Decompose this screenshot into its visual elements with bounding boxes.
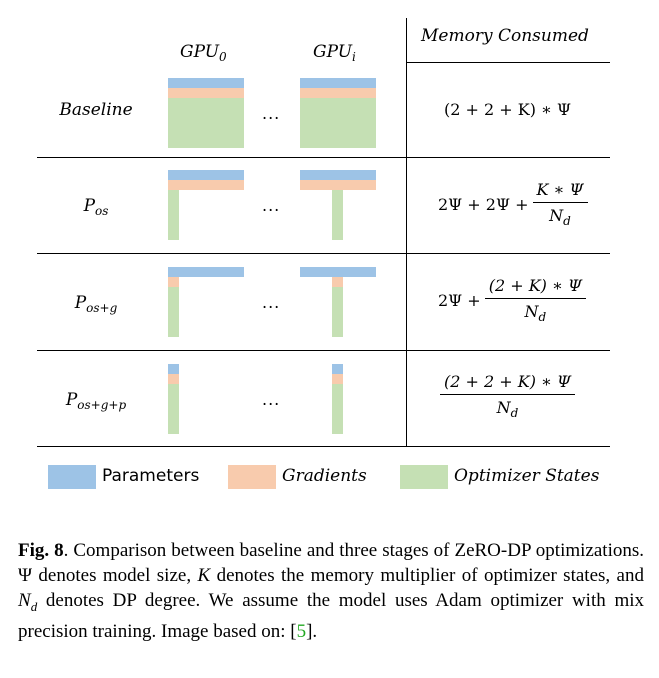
formula-pos-den-base: N — [549, 206, 564, 225]
row-label-pos-base: P — [83, 196, 96, 216]
legend-parameters-label: Parameters — [102, 466, 200, 486]
formula-posgp-den-sub: d — [510, 406, 519, 420]
row-divider-1 — [37, 157, 610, 158]
gpu0-baseline-gradients — [168, 88, 244, 98]
formula-posg-den-sub: d — [538, 310, 547, 324]
formula-pos-prefix: 2Ψ + 2Ψ + — [438, 194, 529, 214]
formula-posg-numerator: (2 + K) ∗ Ψ — [484, 276, 586, 299]
gpu0-header-base: GPU — [180, 42, 220, 62]
row-label-posgp-sub: os+g+p — [77, 398, 127, 412]
formula-posgp: (2 + 2 + K) ∗ Ψ Nd — [436, 372, 579, 420]
legend-gradients-label: Gradients — [282, 466, 367, 486]
row-label-posg-base: P — [74, 293, 87, 313]
formula-baseline-text: (2 + 2 + K) ∗ Ψ — [444, 100, 572, 119]
gpu0-posgp-parameters — [168, 364, 179, 374]
gpu0-posgp-gradients — [168, 374, 179, 384]
formula-pos-denominator: Nd — [549, 203, 571, 228]
formula-posg-denominator: Nd — [525, 299, 547, 324]
gpui-header-sub: i — [352, 50, 356, 64]
gpui-posgp-gradients — [332, 374, 343, 384]
formula-posg-prefix: 2Ψ + — [438, 290, 481, 310]
caption-text-1: . Comparison between baseline and three … — [18, 540, 644, 586]
gpui-pos-parameters — [300, 170, 376, 180]
caption-nd-sub: d — [30, 598, 38, 614]
caption-k-symbol: K — [197, 565, 211, 586]
formula-baseline: (2 + 2 + K) ∗ Ψ — [444, 100, 571, 119]
formula-posg-den-base: N — [524, 302, 539, 321]
gpui-header-base: GPU — [313, 42, 353, 62]
gpui-baseline-gradients — [300, 88, 376, 98]
gpu0-baseline-parameters — [168, 78, 244, 88]
formula-posgp-fraction: (2 + 2 + K) ∗ Ψ Nd — [440, 372, 576, 420]
bottom-divider — [37, 446, 610, 447]
ellipsis-posgp: ... — [262, 390, 281, 409]
gpu0-pos-parameters — [168, 170, 244, 180]
gpu0-posgp-optimizer-states — [168, 384, 179, 434]
gpui-pos-gradients — [300, 180, 376, 190]
ellipsis-pos: ... — [262, 196, 281, 215]
gpu0-posg-optimizer-states — [168, 287, 179, 337]
gpu0-posg-parameters — [168, 267, 244, 277]
caption-fig-label: Fig. 8 — [18, 540, 64, 561]
ellipsis-baseline: ... — [262, 104, 281, 123]
column-divider — [406, 18, 407, 446]
caption-text-4: ]. — [306, 620, 318, 642]
caption-text-3: denotes DP degree. We assume the model u… — [18, 590, 644, 642]
gpui-posg-gradients — [332, 277, 343, 287]
ellipsis-posg: ... — [262, 293, 281, 312]
formula-pos-fraction: K ∗ Ψ Nd — [532, 180, 588, 228]
formula-posgp-den-base: N — [496, 398, 511, 417]
row-divider-2 — [37, 253, 610, 254]
caption-text-2: denotes the memory multiplier of optimiz… — [210, 565, 644, 586]
legend-optimizer-states-swatch — [400, 465, 448, 489]
row-label-posgp-base: P — [65, 390, 78, 410]
row-label-baseline: Baseline — [26, 100, 166, 120]
gpui-baseline-optimizer-states — [300, 98, 376, 148]
gpui-posgp-optimizer-states — [332, 384, 343, 434]
legend-gradients-swatch — [228, 465, 276, 489]
gpu0-pos-optimizer-states — [168, 190, 179, 240]
row-label-pos: Pos — [26, 196, 166, 218]
formula-pos: 2Ψ + 2Ψ + K ∗ Ψ Nd — [438, 180, 592, 228]
formula-pos-den-sub: d — [563, 214, 571, 228]
row-label-baseline-text: Baseline — [59, 100, 133, 120]
gpu0-posg-gradients — [168, 277, 179, 287]
formula-posg-fraction: (2 + K) ∗ Ψ Nd — [484, 276, 586, 324]
gpui-pos-optimizer-states — [332, 190, 343, 240]
header-divider — [406, 62, 610, 63]
row-label-posg-sub: os+g — [86, 301, 118, 315]
gpui-posg-parameters — [300, 267, 376, 277]
gpu0-header: GPU0 — [180, 42, 227, 64]
formula-posgp-numerator: (2 + 2 + K) ∗ Ψ — [440, 372, 576, 395]
caption-nd-base: N — [18, 590, 31, 611]
legend-parameters-swatch — [48, 465, 96, 489]
gpui-posg-optimizer-states — [332, 287, 343, 337]
gpu0-baseline-optimizer-states — [168, 98, 244, 148]
row-label-pos-sub: os — [95, 204, 109, 218]
formula-posg: 2Ψ + (2 + K) ∗ Ψ Nd — [438, 276, 590, 324]
row-label-posgp: Pos+g+p — [26, 390, 166, 412]
gpui-posgp-parameters — [332, 364, 343, 374]
row-label-posg: Pos+g — [26, 293, 166, 315]
formula-pos-numerator: K ∗ Ψ — [532, 180, 588, 203]
row-divider-3 — [37, 350, 610, 351]
gpu0-header-sub: 0 — [219, 50, 227, 64]
figure-caption: Fig. 8. Comparison between baseline and … — [18, 538, 644, 644]
gpui-baseline-parameters — [300, 78, 376, 88]
gpu0-pos-gradients — [168, 180, 244, 190]
gpui-header: GPUi — [313, 42, 356, 64]
memory-consumed-header: Memory Consumed — [421, 26, 589, 46]
caption-reference-link[interactable]: 5 — [296, 620, 307, 642]
formula-posgp-denominator: Nd — [497, 395, 519, 420]
legend-optimizer-states-label: Optimizer States — [454, 466, 600, 486]
